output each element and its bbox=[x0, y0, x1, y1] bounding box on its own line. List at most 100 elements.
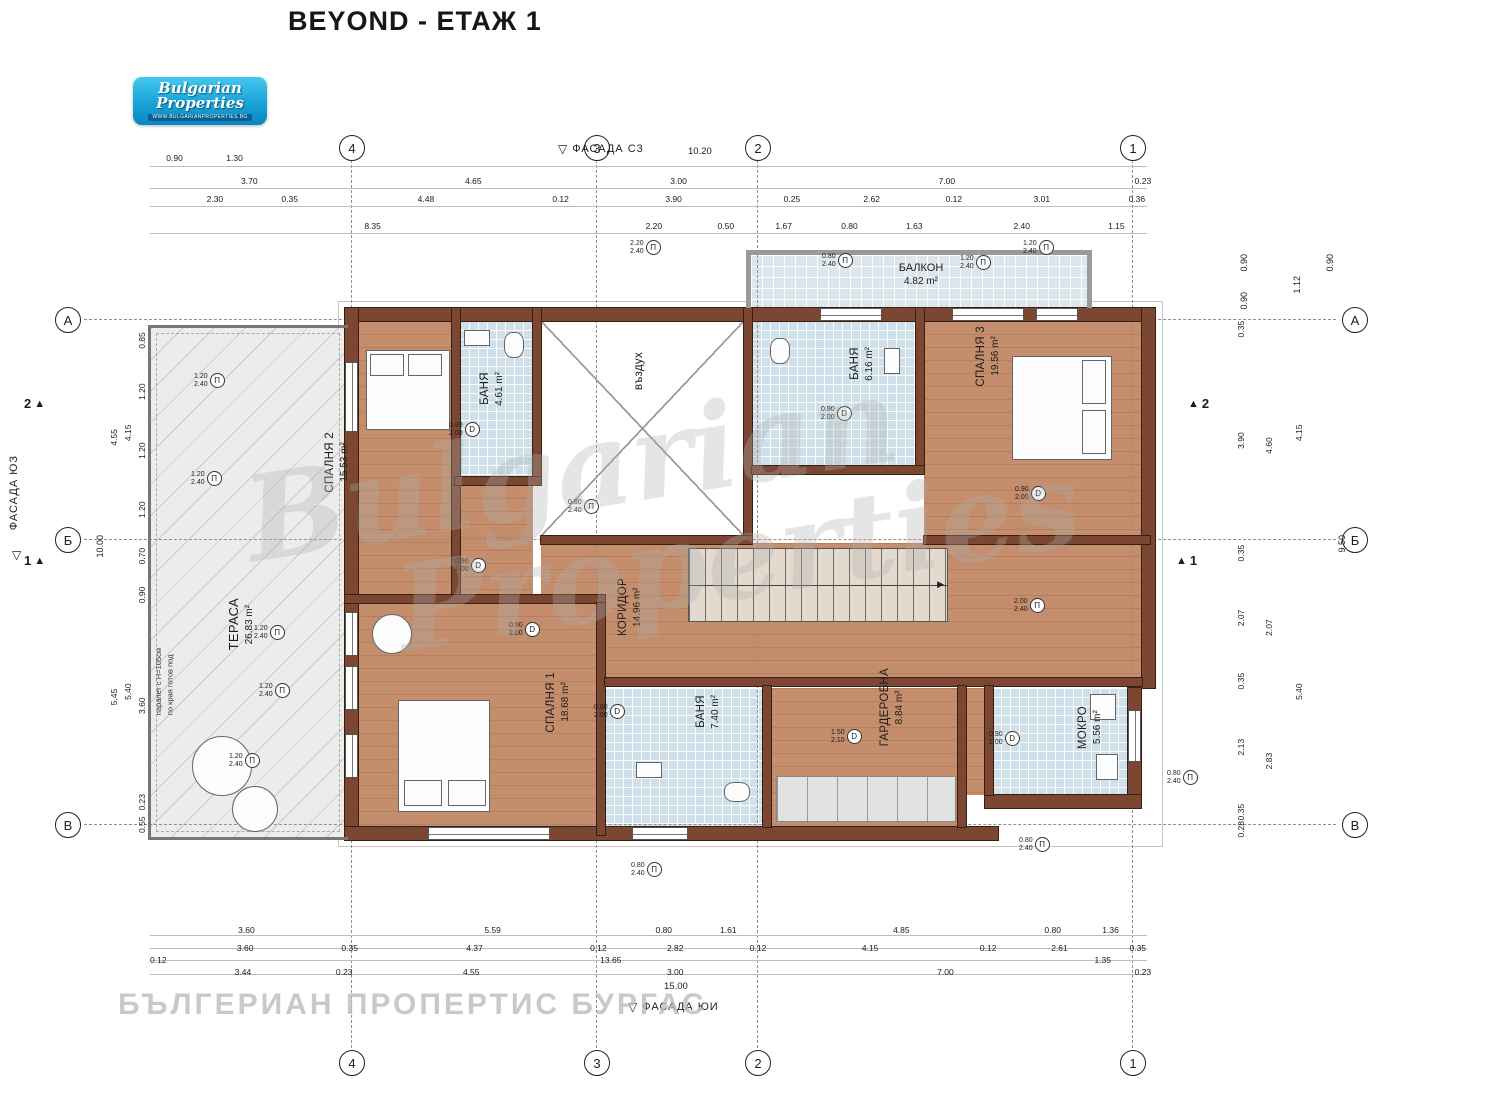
dim-bottom-overall: 15.00 bbox=[664, 981, 688, 992]
grid-line-axis-1 bbox=[1132, 160, 1133, 1048]
section-triangle-icon: ▲ bbox=[1188, 397, 1199, 410]
balcony-rail-left bbox=[746, 250, 751, 308]
axis-bubble-rowA-left: А bbox=[55, 307, 81, 333]
pillow bbox=[370, 354, 404, 376]
axis-bubble-col4-bottom: 4 bbox=[339, 1050, 365, 1076]
wall-bedroom1-east bbox=[596, 602, 606, 836]
axis-bubble-col3-top: 3 bbox=[584, 135, 610, 161]
dimension-line bbox=[150, 233, 1147, 234]
toilet bbox=[724, 782, 750, 802]
room-label-wetroom: МОКРО 5.56 m² bbox=[1077, 706, 1103, 750]
logo-url: WWW.BULGARIANPROPERTIES.BG bbox=[148, 114, 252, 121]
floor-bath1 bbox=[460, 321, 533, 478]
staircase: ▶ bbox=[688, 548, 948, 622]
window bbox=[345, 666, 358, 710]
washer bbox=[1090, 694, 1116, 720]
axis-bubble-col1-bottom: 1 bbox=[1120, 1050, 1146, 1076]
axis-bubble-col2-top: 2 bbox=[745, 135, 771, 161]
section-mark-1-left: 1▲ bbox=[24, 553, 46, 568]
pillow bbox=[404, 780, 442, 806]
balcony-rail-right bbox=[1087, 250, 1092, 308]
window bbox=[632, 827, 688, 840]
facade-label-north: ▽ ФАСАДА С3 bbox=[558, 142, 644, 156]
wall-bedroom2-east bbox=[451, 307, 461, 604]
dim-right-top: 0.90 bbox=[1239, 292, 1249, 310]
stair-divider bbox=[689, 585, 947, 586]
dimension-line bbox=[150, 935, 1147, 936]
wall-wardrobe-east bbox=[957, 685, 967, 828]
window bbox=[428, 827, 550, 840]
section-triangle-icon: ▲ bbox=[34, 397, 46, 410]
wall-corridor-south bbox=[604, 677, 1143, 687]
facade-triangle-icon: ▽ bbox=[628, 1000, 639, 1014]
wall-bedroom3-south bbox=[923, 535, 1151, 545]
room-label-corridor: КОРИДОР 14.96 m² bbox=[617, 578, 643, 636]
wardrobe-units bbox=[776, 776, 956, 822]
dim-right-overall: 9.50 bbox=[1337, 535, 1347, 553]
section-triangle-icon: ▲ bbox=[1176, 554, 1187, 567]
room-label-bedroom1: СПАЛНЯ 1 18.68 m² bbox=[545, 672, 571, 733]
wall-exterior-right bbox=[1141, 307, 1156, 689]
sink bbox=[1096, 754, 1118, 780]
sink bbox=[464, 330, 490, 346]
plant bbox=[372, 614, 412, 654]
section-mark-2-right: ▲2 bbox=[1188, 396, 1210, 411]
page-title: BEYOND - ЕТАЖ 1 bbox=[288, 6, 542, 36]
grid-line-axis-V bbox=[84, 824, 1336, 825]
section-mark-1-right: ▲1 bbox=[1176, 553, 1198, 568]
window bbox=[952, 308, 1024, 321]
room-label-wardrobe: ГАРДЕРОБНА 8.84 m² bbox=[879, 668, 905, 747]
room-label-bath2: БАНЯ 6.16 m² bbox=[849, 347, 875, 381]
dim-top-overall: 10.20 bbox=[688, 146, 712, 157]
window bbox=[820, 308, 882, 321]
dimension-line bbox=[150, 206, 1147, 207]
wall-bath1-south bbox=[454, 476, 542, 486]
axis-bubble-col1-top: 1 bbox=[1120, 135, 1146, 161]
company-logo: Bulgarian Properties WWW.BULGARIANPROPER… bbox=[133, 77, 267, 125]
axis-bubble-rowV-right: В bbox=[1342, 812, 1368, 838]
floor-hall-east bbox=[966, 688, 985, 795]
facade-triangle-icon: ▽ bbox=[558, 142, 569, 156]
room-label-terrace: ТЕРАСА 26.83 m² bbox=[226, 598, 255, 651]
axis-bubble-rowA-right: А bbox=[1342, 307, 1368, 333]
wall-void-east bbox=[743, 307, 753, 544]
floor-bath3 bbox=[605, 688, 763, 827]
wall-bath2-east bbox=[915, 307, 925, 475]
window bbox=[1128, 710, 1141, 762]
watermark-bottom: БЪЛГЕРИАН ПРОПЕРТИС БУРГАС bbox=[118, 988, 707, 1021]
axis-bubble-col3-bottom: 3 bbox=[584, 1050, 610, 1076]
floor-hall-west bbox=[460, 485, 533, 597]
floor-balcony bbox=[751, 255, 1087, 308]
room-label-balcony: БАЛКОН 4.82 m² bbox=[898, 262, 944, 287]
axis-bubble-col2-bottom: 2 bbox=[745, 1050, 771, 1076]
sink bbox=[884, 348, 900, 374]
window bbox=[345, 612, 358, 656]
wall-bath2-south bbox=[751, 465, 925, 475]
floor-void bbox=[541, 321, 744, 536]
axis-bubble-rowB-left: Б bbox=[55, 527, 81, 553]
wall-bedroom2-south bbox=[344, 594, 606, 604]
room-label-bath3: БАНЯ 7.40 m² bbox=[695, 695, 721, 729]
